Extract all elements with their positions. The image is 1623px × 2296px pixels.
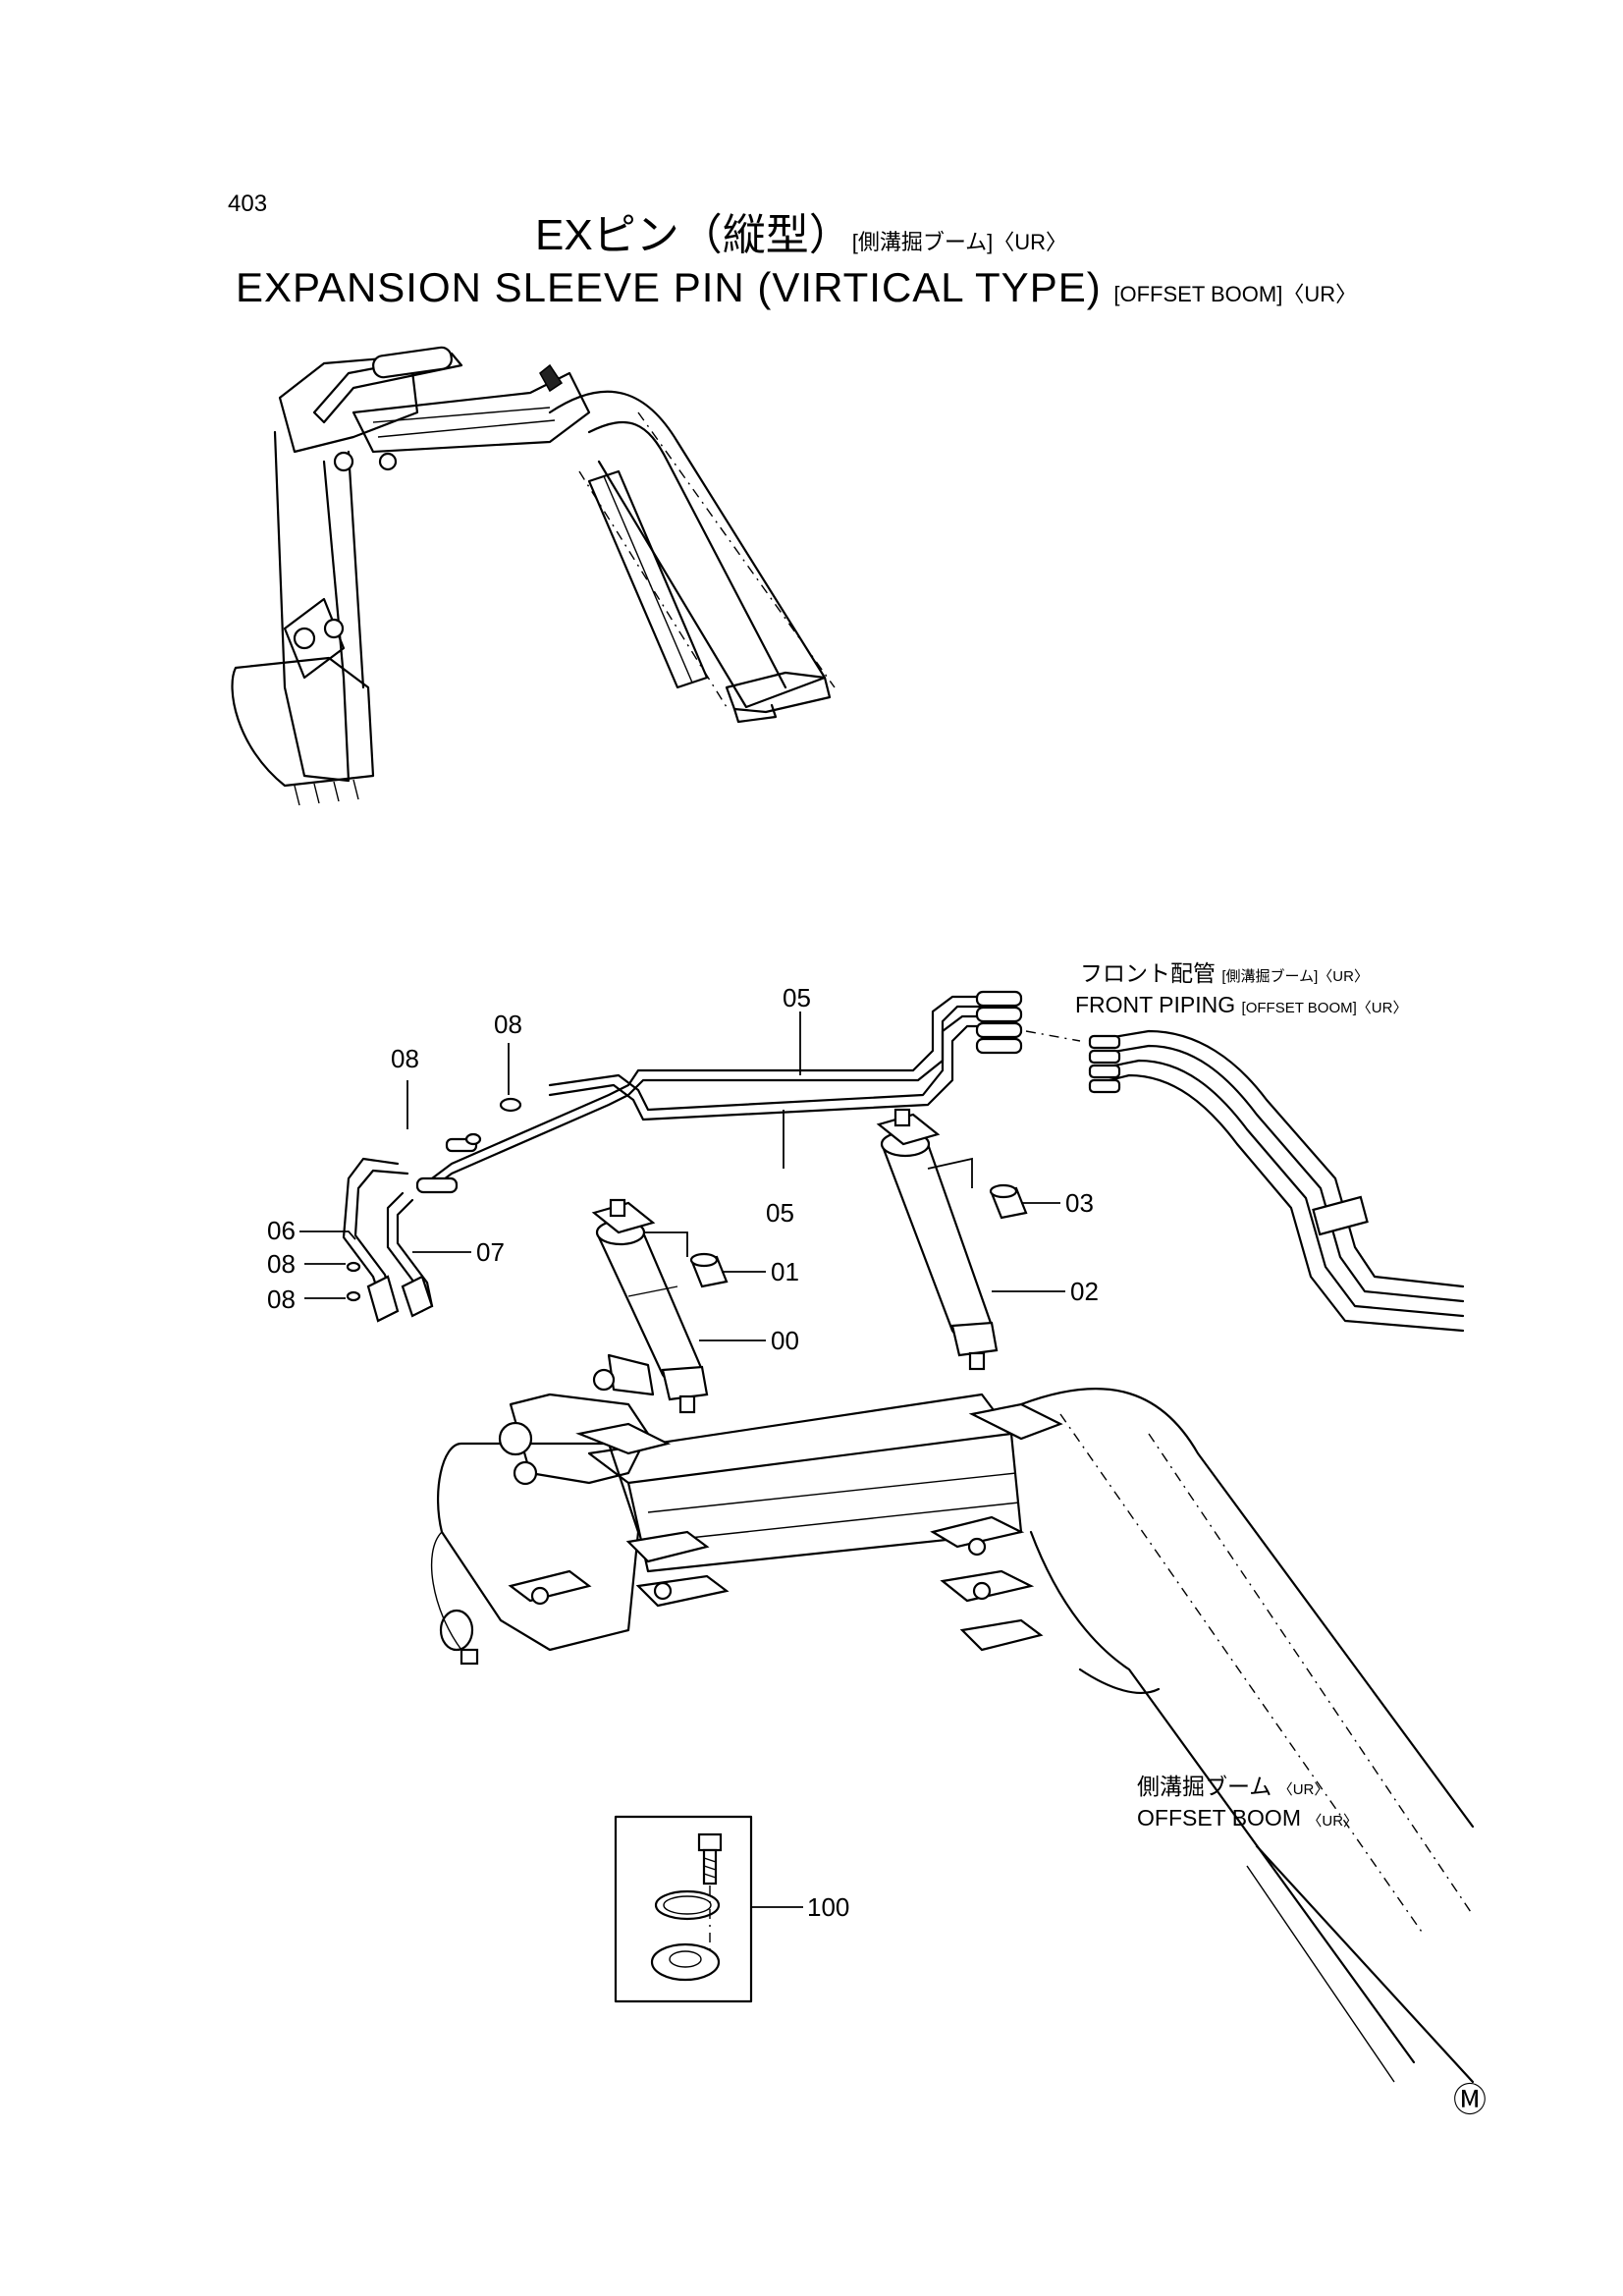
front-piping [1088,1029,1465,1333]
part-label-08-bottom: 08 [267,1285,296,1314]
part-label-06: 06 [267,1216,296,1245]
offset-boom-jp-text: 側溝掘ブーム [1137,1774,1272,1799]
hose-06-07 [342,1137,478,1323]
part-label-03: 03 [1065,1188,1094,1218]
offset-boom-label-en: OFFSET BOOM 〈UR〉 [1137,1807,1358,1830]
title-en-main: EXPANSION SLEEVE PIN (VIRTICAL TYPE) [236,264,1102,310]
page-title-english: EXPANSION SLEEVE PIN (VIRTICAL TYPE) [OF… [236,267,1357,308]
part-label-08-mid: 08 [267,1249,296,1279]
offset-boom-en-suffix: 〈UR〉 [1307,1813,1359,1830]
title-jp-main: EXピン（縦型） [535,211,852,259]
kit-100-inset [614,1815,803,2003]
page-title-japanese: EXピン（縦型）[側溝掘ブーム]〈UR〉 [535,214,1067,257]
front-piping-en-text: FRONT PIPING [1075,992,1236,1017]
part-label-00: 00 [771,1326,799,1355]
offset-boom-en-text: OFFSET BOOM [1137,1805,1301,1831]
part-label-05-top: 05 [783,983,811,1012]
sleeve-01 [689,1252,729,1288]
front-piping-jp-text: フロント配管 [1080,960,1216,986]
sleeve-03 [989,1183,1028,1220]
mark-symbol: Ⓜ [1453,2082,1487,2119]
part-label-07: 07 [476,1237,505,1267]
front-piping-label-en: FRONT PIPING [OFFSET BOOM]〈UR〉 [1075,994,1407,1016]
part-label-08-top: 08 [494,1010,522,1039]
part-label-08-left: 08 [391,1044,419,1073]
part-label-05-bottom: 05 [766,1198,794,1228]
offset-boom-label-jp: 側溝掘ブーム 〈UR〉 [1137,1776,1328,1798]
front-piping-label-jp: フロント配管 [側溝掘ブーム]〈UR〉 [1080,962,1369,985]
expansion-pin-02 [876,1108,999,1371]
excavator-overview-illustration [231,346,836,806]
part-label-01: 01 [771,1257,799,1286]
offset-boom-illustration [299,990,1475,2084]
title-jp-suffix: [側溝掘ブーム]〈UR〉 [851,230,1068,254]
part-label-100: 100 [807,1892,850,1922]
part-label-02: 02 [1070,1277,1099,1306]
front-piping-jp-suffix: [側溝掘ブーム]〈UR〉 [1221,968,1369,985]
offset-boom-jp-suffix: 〈UR〉 [1277,1781,1329,1798]
pipe-05 [430,995,984,1190]
page-number: 403 [228,191,268,217]
front-piping-en-suffix: [OFFSET BOOM]〈UR〉 [1241,1000,1408,1016]
expansion-pin-00 [591,1198,709,1414]
title-en-suffix: [OFFSET BOOM]〈UR〉 [1113,282,1358,306]
